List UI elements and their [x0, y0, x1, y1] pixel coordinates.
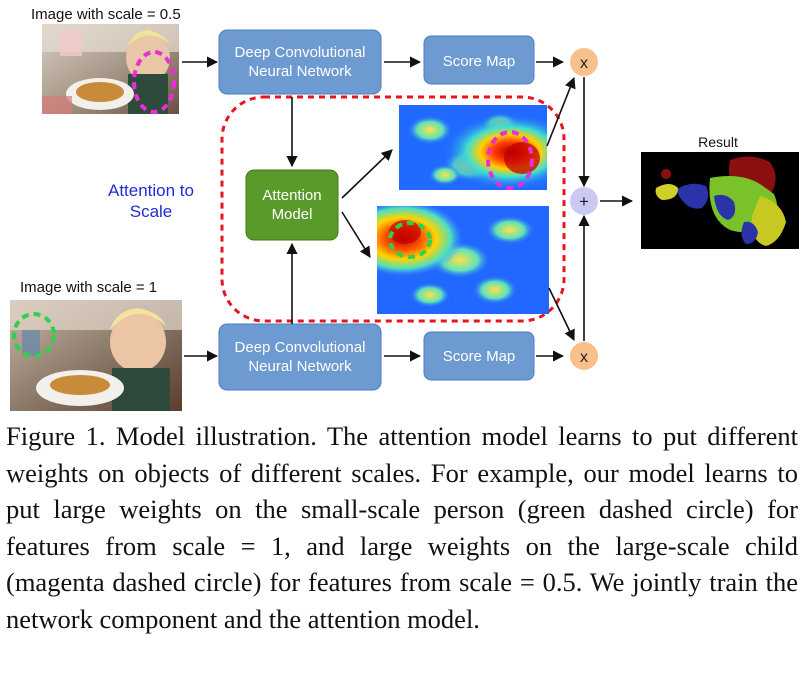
dcnn-top-line2: Neural Network [248, 63, 352, 80]
dcnn-box-bottom: Deep Convolutional Neural Network [218, 323, 382, 391]
dcnn-top-line1: Deep Convolutional [235, 44, 366, 61]
multiply-node-top: x [570, 48, 598, 76]
green-dashed-circle-map [388, 221, 432, 259]
multiply-bottom-symbol: x [580, 349, 588, 366]
bottom-image-label: Image with scale = 1 [20, 279, 157, 296]
score-map-box-bottom: Score Map [423, 331, 535, 381]
multiply-top-symbol: x [580, 55, 588, 72]
attention-map-top [399, 105, 547, 190]
sum-symbol: + [579, 192, 589, 211]
result-label: Result [698, 134, 738, 150]
dcnn-box-top: Deep Convolutional Neural Network [218, 29, 382, 95]
top-image-label: Image with scale = 0.5 [31, 6, 181, 23]
result-segmentation [641, 152, 799, 249]
dcnn-bottom-line2: Neural Network [248, 358, 352, 375]
dcnn-bottom-line1: Deep Convolutional [235, 339, 366, 356]
attention-model-box: Attention Model [245, 169, 339, 241]
model-illustration-figure: Image with scale = 0.5 Image with scale … [10, 6, 799, 411]
attention-model-line2: Model [272, 206, 313, 223]
attention-to-scale-line1: Attention to [108, 181, 194, 200]
multiply-node-bottom: x [570, 342, 598, 370]
score-map-top-label: Score Map [443, 53, 516, 70]
green-dashed-circle [12, 312, 56, 358]
score-map-bottom-label: Score Map [443, 348, 516, 365]
attention-model-line1: Attention [262, 187, 321, 204]
sum-node: + [570, 187, 598, 215]
top-input-photo [42, 24, 179, 114]
score-map-box-top: Score Map [423, 35, 535, 85]
attention-to-scale-line2: Scale [130, 202, 173, 221]
magenta-dashed-circle-map [486, 130, 534, 190]
figure-caption: Figure 1. Model illustration. The attent… [6, 421, 798, 634]
magenta-dashed-circle [132, 50, 176, 114]
attention-map-bottom [377, 206, 549, 314]
